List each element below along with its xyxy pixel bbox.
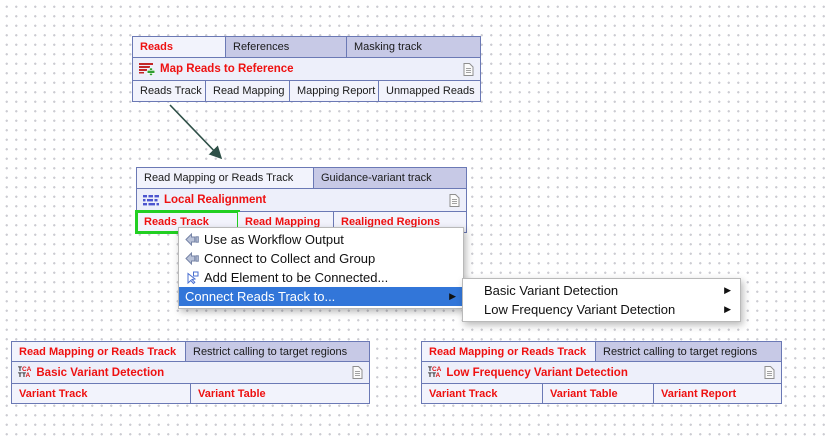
node-title-bar: TCA TTA Low Frequency Variant Detection <box>422 362 781 384</box>
connect-to-submenu: Basic Variant Detection ▶ Low Frequency … <box>462 278 741 322</box>
node-title: Map Reads to Reference <box>160 63 294 75</box>
submenu-item-basic-variant-detection[interactable]: Basic Variant Detection ▶ <box>484 283 731 298</box>
node-title: Local Realignment <box>164 194 267 206</box>
add-element-icon <box>184 271 199 285</box>
output-cell-unmapped-reads[interactable]: Unmapped Reads <box>379 81 480 101</box>
menu-item-connect-reads-track-to[interactable]: Connect Reads Track to... ▶ <box>179 287 463 306</box>
output-cell-variant-table[interactable]: Variant Table <box>543 384 654 403</box>
node-title-bar: TCA TTA Basic Variant Detection <box>12 362 369 384</box>
input-cell-masking-track[interactable]: Masking track <box>347 37 480 57</box>
menu-item-connect-to-collect-and-group[interactable]: Connect to Collect and Group <box>179 249 463 268</box>
document-icon <box>463 62 474 76</box>
output-row: Variant Track Variant Table <box>12 384 369 403</box>
output-cell-variant-table[interactable]: Variant Table <box>191 384 369 403</box>
node-basic-variant-detection[interactable]: Read Mapping or Reads Track Restrict cal… <box>11 341 370 404</box>
local-realignment-icon <box>143 194 159 205</box>
input-cell-reads[interactable]: Reads <box>133 37 226 57</box>
menu-item-add-element-to-be-connected[interactable]: Add Element to be Connected... <box>179 268 463 287</box>
node-low-frequency-variant-detection[interactable]: Read Mapping or Reads Track Restrict cal… <box>421 341 782 404</box>
output-row: Variant Track Variant Table Variant Repo… <box>422 384 781 403</box>
collect-and-group-icon <box>184 252 199 265</box>
submenu-arrow-icon: ▶ <box>724 304 731 314</box>
output-cell-variant-track[interactable]: Variant Track <box>12 384 191 403</box>
variant-detection-icon: TCA TTA <box>18 365 32 379</box>
input-cell-references[interactable]: References <box>226 37 347 57</box>
node-title: Low Frequency Variant Detection <box>446 366 628 379</box>
output-cell-mapping-report[interactable]: Mapping Report <box>290 81 379 101</box>
input-row: Read Mapping or Reads Track Restrict cal… <box>12 342 369 362</box>
context-menu: Use as Workflow Output Connect to Collec… <box>178 227 464 309</box>
input-cell-read-mapping-or-reads-track[interactable]: Read Mapping or Reads Track <box>137 168 314 188</box>
submenu-arrow-icon: ▶ <box>724 285 731 295</box>
workflow-output-icon <box>184 233 199 246</box>
output-cell-variant-report[interactable]: Variant Report <box>654 384 781 403</box>
output-cell-reads-track[interactable]: Reads Track <box>133 81 206 101</box>
input-cell-restrict-calling[interactable]: Restrict calling to target regions <box>596 342 781 361</box>
menu-item-use-as-workflow-output[interactable]: Use as Workflow Output <box>179 230 463 249</box>
document-icon <box>764 366 775 379</box>
node-map-reads-to-reference[interactable]: Reads References Masking track Map Reads… <box>132 36 481 102</box>
input-row: Reads References Masking track <box>133 37 480 58</box>
submenu-item-low-frequency-variant-detection[interactable]: Low Frequency Variant Detection ▶ <box>484 302 731 317</box>
submenu-arrow-icon: ▶ <box>449 291 456 301</box>
input-row: Read Mapping or Reads Track Guidance-var… <box>137 168 466 189</box>
output-cell-variant-track[interactable]: Variant Track <box>422 384 543 403</box>
input-cell-read-mapping-or-reads-track[interactable]: Read Mapping or Reads Track <box>422 342 596 361</box>
node-local-realignment[interactable]: Read Mapping or Reads Track Guidance-var… <box>135 167 467 234</box>
node-title-bar: Map Reads to Reference <box>133 58 480 81</box>
input-cell-guidance-variant-track[interactable]: Guidance-variant track <box>314 168 466 188</box>
output-cell-read-mapping[interactable]: Read Mapping <box>206 81 290 101</box>
node-title: Basic Variant Detection <box>36 366 165 379</box>
map-reads-icon <box>139 63 155 76</box>
node-title-bar: Local Realignment <box>137 189 466 212</box>
output-row: Reads Track Read Mapping Mapping Report … <box>133 81 480 101</box>
input-cell-restrict-calling[interactable]: Restrict calling to target regions <box>186 342 369 361</box>
document-icon <box>449 193 460 207</box>
input-row: Read Mapping or Reads Track Restrict cal… <box>422 342 781 362</box>
document-icon <box>352 366 363 379</box>
input-cell-read-mapping-or-reads-track[interactable]: Read Mapping or Reads Track <box>12 342 186 361</box>
variant-detection-icon: TCA TTA <box>428 365 442 379</box>
